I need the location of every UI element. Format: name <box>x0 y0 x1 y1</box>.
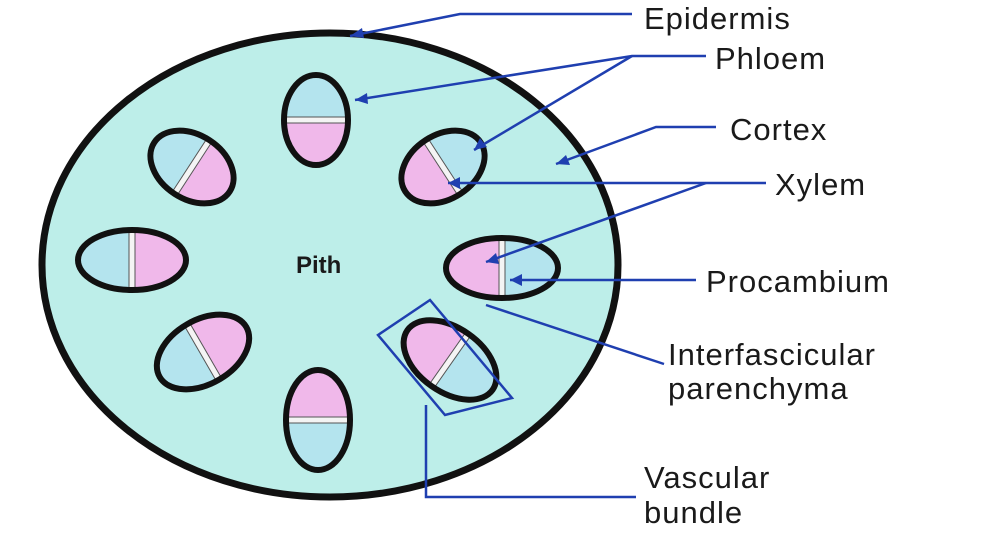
vascular-bundle-label-line2: bundle <box>644 497 743 528</box>
interfascicular-label-line2: parenchyma <box>668 373 849 404</box>
pith-label: Pith <box>296 254 341 278</box>
vascular-bundle-top <box>284 75 348 165</box>
vascular-bundle-right <box>446 238 558 298</box>
epidermis-label: Epidermis <box>644 3 791 34</box>
vascular-bundle-left <box>78 230 186 290</box>
vascular-bundle-bottom <box>286 370 350 470</box>
cortex-label: Cortex <box>730 114 827 145</box>
phloem-label: Phloem <box>715 43 826 74</box>
procambium-label: Procambium <box>706 266 890 297</box>
epidermis-pointer <box>350 14 632 36</box>
xylem-label: Xylem <box>775 169 866 200</box>
interfascicular-label-line1: Interfascicular <box>668 339 876 370</box>
vascular-bundle-label-line1: Vascular <box>644 462 770 493</box>
